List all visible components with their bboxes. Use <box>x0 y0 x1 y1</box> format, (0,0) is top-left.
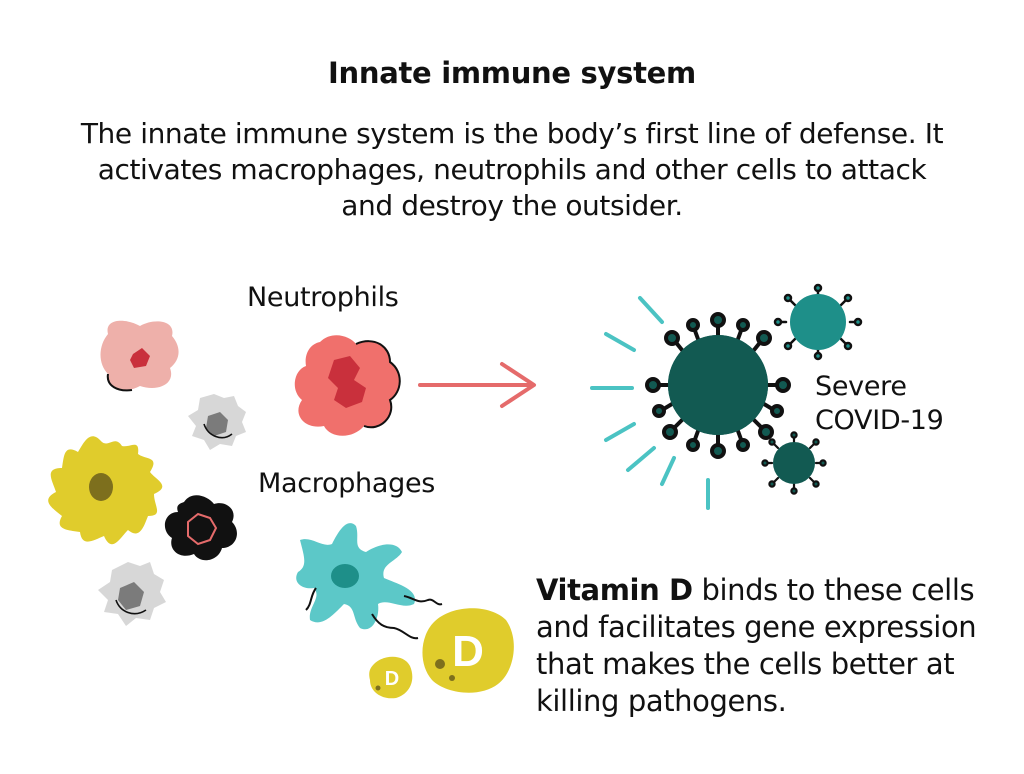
nucleus-icon <box>328 356 366 408</box>
black-cell <box>164 495 237 561</box>
intro-text: The innate immune system is the body’s f… <box>80 117 944 222</box>
diagram-title: Innate immune system <box>328 56 696 90</box>
vitamin-d-description: Vitamin D binds to these cells and facil… <box>536 572 1006 720</box>
severe-covid-line1: Severe <box>815 371 907 402</box>
vitamin-d-term: Vitamin D <box>536 573 693 607</box>
virus-rays <box>590 296 710 510</box>
virus-small-dark-icon <box>761 431 827 495</box>
yellow-spiky-cell <box>48 436 163 545</box>
severe-covid-label: Severe COVID-19 <box>815 370 944 438</box>
virus-small-icon <box>773 283 863 361</box>
vitamin-d-large-label: D <box>452 627 484 676</box>
neutrophil-cell <box>294 335 401 436</box>
neutrophils-label: Neutrophils <box>247 282 399 313</box>
gray-cell <box>98 562 166 626</box>
vitamin-d-small-badge: D <box>369 656 413 699</box>
vitamin-d-large-badge: D <box>422 608 514 693</box>
vitamin-d-text: binds to these cells and facilitates gen… <box>536 573 977 718</box>
vitamin-d-small-label: D <box>385 668 399 690</box>
severe-covid-line2: COVID-19 <box>815 405 944 436</box>
macrophage-cell <box>296 523 443 640</box>
nucleus-icon <box>130 348 150 368</box>
virus-large-icon <box>645 312 791 459</box>
macrophages-label: Macrophages <box>258 468 436 499</box>
gray-cell <box>188 394 246 450</box>
neutrophil-light-pink-cell <box>100 320 179 392</box>
arrow-right-icon <box>418 362 536 408</box>
